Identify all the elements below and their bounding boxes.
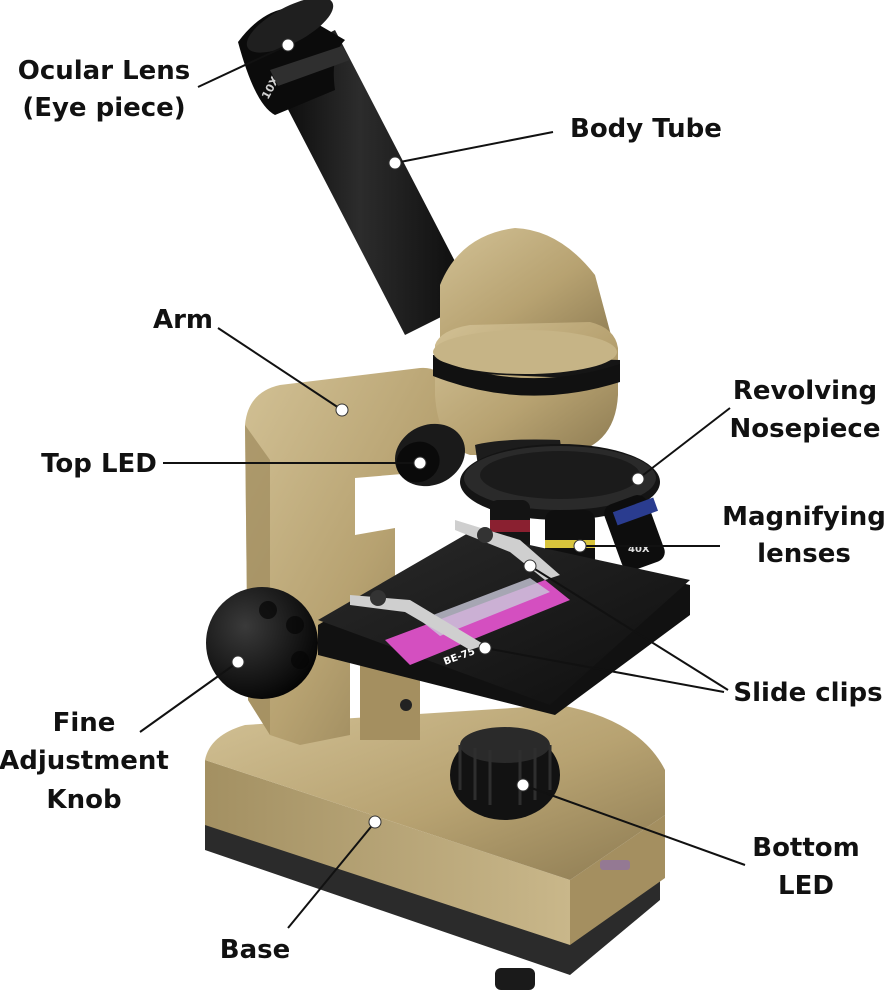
label-bottom-led-line2: LED (778, 871, 834, 901)
leader-bottom-led (522, 784, 746, 866)
label-fine-adjustment-knob-line1: Fine (53, 708, 116, 738)
leader-slide-clip-b (484, 647, 725, 693)
leader-ocular-lens (197, 44, 289, 88)
marker-arm (335, 403, 349, 417)
label-magnifying-lenses-line2: lenses (757, 539, 851, 569)
label-body-tube: Body Tube (570, 114, 722, 144)
label-ocular-lens-line1: Ocular Lens (18, 56, 191, 86)
objective-engraving: 40X (628, 544, 650, 555)
body-tube: 10X (238, 0, 475, 335)
marker-bottom-led (516, 778, 530, 792)
label-revolving-nosepiece-line2: Nosepiece (730, 414, 881, 444)
leader-revolving-nosepiece (637, 407, 731, 480)
marker-base (368, 815, 382, 829)
base (205, 705, 665, 975)
label-revolving-nosepiece-line1: Revolving (733, 376, 877, 406)
leader-base (287, 821, 376, 929)
leader-body-tube (394, 131, 554, 164)
label-slide-clips: Slide clips (733, 678, 882, 708)
leader-fine-adjustment-knob (139, 661, 239, 733)
marker-revolving-nosepiece (631, 472, 645, 486)
fine-adjustment-knob (206, 587, 318, 699)
label-arm: Arm (153, 305, 213, 335)
labels: Ocular Lens (Eye piece) Body Tube Arm Re… (0, 56, 886, 965)
marker-top-led (413, 456, 427, 470)
bottom-led-knob (450, 727, 560, 820)
slide-clip-left (350, 595, 485, 650)
head (433, 228, 620, 455)
marker-slide-clip-b (478, 641, 492, 655)
marker-ocular-lens (281, 38, 295, 52)
marker-magnifying-lenses (573, 539, 587, 553)
label-fine-adjustment-knob-line3: Knob (46, 785, 121, 815)
label-magnifying-lenses-line1: Magnifying (722, 502, 886, 532)
label-top-led: Top LED (41, 449, 157, 479)
leader-arm (217, 327, 343, 411)
marker-slide-clip-a (523, 559, 537, 573)
label-base: Base (220, 935, 290, 965)
base-led-window (600, 860, 630, 870)
leader-lines (139, 38, 746, 929)
label-fine-adjustment-knob-line2: Adjustment (0, 746, 169, 776)
marker-fine-adjustment-knob (231, 655, 245, 669)
label-ocular-lens-line2: (Eye piece) (22, 93, 185, 123)
leader-slide-clip-a (529, 565, 729, 691)
marker-body-tube (388, 156, 402, 170)
stage: BE-75 (318, 520, 690, 715)
label-bottom-led-line1: Bottom (752, 833, 860, 863)
